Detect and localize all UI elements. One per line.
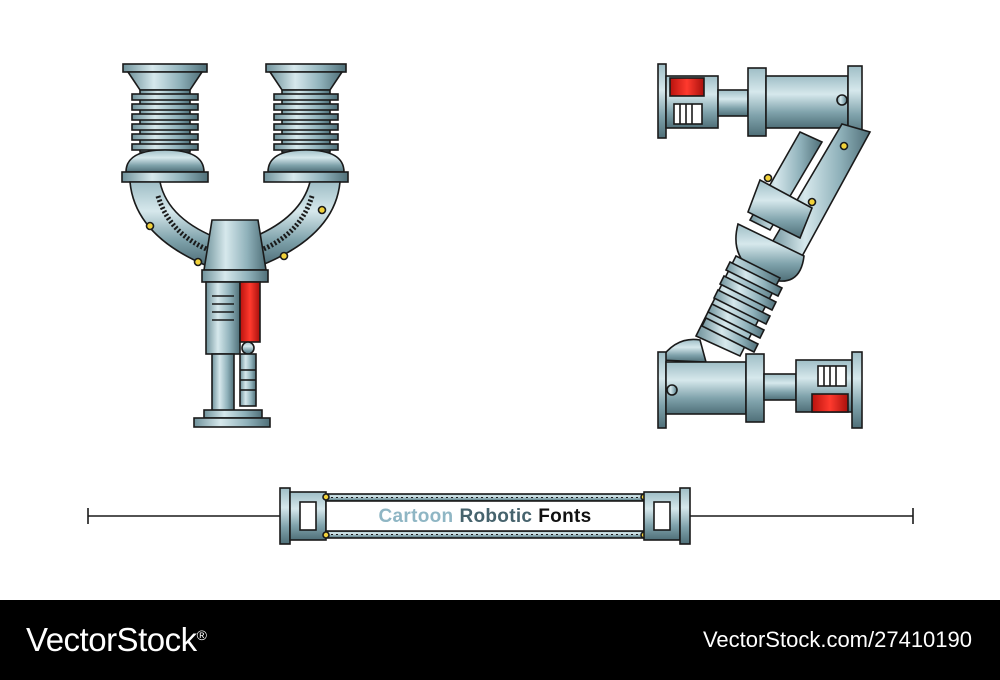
z-bottom-cylinder — [665, 361, 747, 415]
watermark-footer: VectorStock® VectorStock.com/27410190 — [0, 600, 1000, 680]
banner — [87, 487, 914, 545]
registered-icon: ® — [196, 627, 207, 643]
y-base — [203, 409, 263, 419]
z-top-cylinder — [765, 75, 849, 129]
y-center-hub — [203, 219, 267, 271]
banner-word-fonts: Fonts — [538, 506, 592, 527]
y-right-cap — [265, 63, 347, 73]
y-right-joint — [267, 149, 345, 173]
robotic-letter-z — [657, 63, 872, 429]
y-left-column — [131, 89, 199, 153]
robotic-letters-artwork — [87, 63, 914, 545]
banner-left-clamp — [279, 487, 291, 545]
banner-word-cartoon: Cartoon — [378, 506, 454, 527]
y-lower-stem — [211, 353, 235, 413]
y-red-piston — [239, 281, 261, 343]
robotic-letter-y — [121, 63, 349, 428]
image-id: VectorStock.com/27410190 — [702, 627, 972, 652]
y-stem-body — [205, 281, 241, 355]
brand-name: VectorStock — [26, 621, 197, 658]
z-ribbed-column — [694, 254, 784, 358]
banner-title: Cartoon Robotic Fonts — [330, 503, 640, 531]
y-right-column — [273, 89, 339, 153]
brand-logo: VectorStock® — [26, 621, 207, 659]
banner-word-robotic: Robotic — [459, 506, 533, 527]
z-bottom-red-cell — [811, 393, 849, 413]
z-top-red-cell — [669, 77, 705, 97]
illustration-stage: Cartoon Robotic Fonts — [87, 63, 914, 545]
y-left-joint — [125, 149, 205, 173]
y-left-cap — [122, 63, 208, 73]
